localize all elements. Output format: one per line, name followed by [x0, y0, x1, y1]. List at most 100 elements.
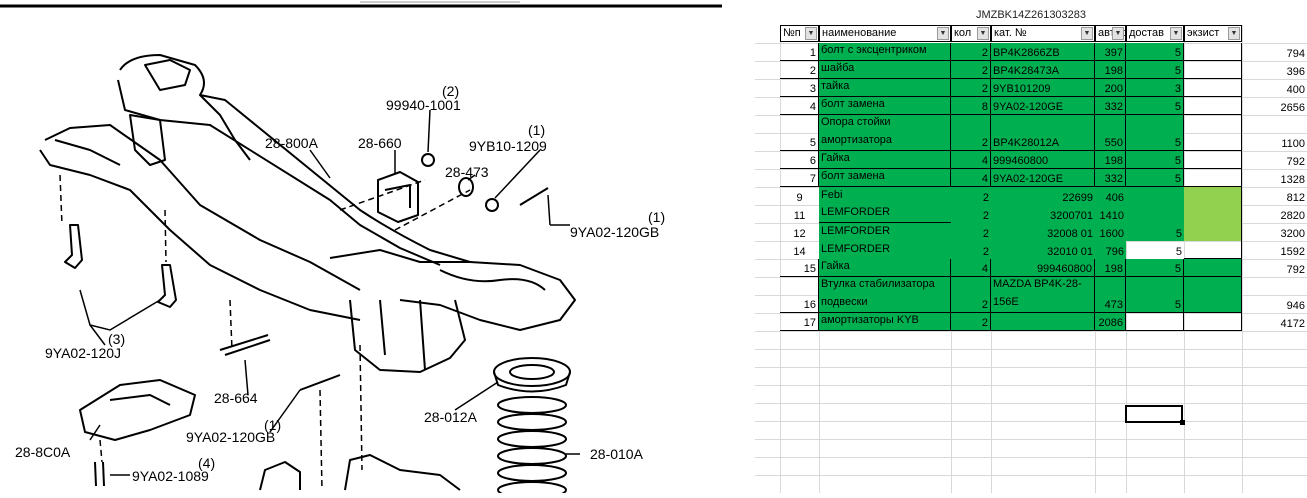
header-cell[interactable]: №п▼	[780, 25, 819, 42]
cell-exist[interactable]	[1184, 259, 1242, 277]
header-cell[interactable]: экзист▼	[1184, 25, 1242, 42]
cell-price[interactable]: 796	[1095, 241, 1126, 259]
cell-cat[interactable]: 9YA02-120GE	[991, 97, 1095, 115]
header-cell[interactable]: кол▼	[951, 25, 991, 42]
cell-n[interactable]: 7	[780, 169, 819, 187]
cell-name[interactable]: болт замена	[819, 97, 951, 115]
cell-total[interactable]: 4172	[1280, 318, 1305, 330]
cell-exist[interactable]	[1184, 223, 1242, 241]
cell-price[interactable]: 1600	[1095, 223, 1126, 241]
cell-cat[interactable]: 9YB101209	[991, 79, 1095, 97]
cell-exist[interactable]	[1184, 61, 1242, 79]
cell-n[interactable]: 11	[793, 210, 806, 222]
cell-exist[interactable]	[1184, 205, 1242, 223]
cell-n[interactable]: 4	[780, 97, 819, 115]
cell-qty[interactable]: 2	[951, 115, 991, 151]
cell-del[interactable]: 3	[1126, 79, 1184, 97]
filter-dropdown-icon[interactable]: ▼	[1228, 27, 1240, 40]
cell-exist[interactable]	[1184, 277, 1242, 313]
cell-n[interactable]: 15	[780, 259, 819, 277]
cell-name[interactable]: Гайка	[819, 151, 951, 169]
cell-del[interactable]	[1126, 187, 1184, 205]
fill-handle[interactable]	[1180, 420, 1185, 425]
header-cell[interactable]: достав▼	[1126, 25, 1184, 42]
header-cell[interactable]: наименование▼	[819, 25, 951, 42]
cell-total[interactable]: 794	[1286, 48, 1305, 60]
cell-del[interactable]: 5	[1126, 223, 1184, 241]
cell-qty[interactable]: 4	[951, 151, 991, 169]
cell-qty[interactable]: 2	[951, 277, 991, 313]
cell-qty[interactable]: 2	[951, 43, 991, 61]
cell-name[interactable]: Гайка	[819, 259, 951, 277]
cell-del[interactable]: 5	[1126, 97, 1184, 115]
cell-cat[interactable]: 999460800	[991, 259, 1095, 277]
cell-qty[interactable]: 2	[951, 61, 991, 79]
filter-dropdown-icon[interactable]: ▼	[1170, 27, 1182, 40]
cell-total[interactable]: 396	[1286, 66, 1305, 78]
filter-dropdown-icon[interactable]: ▼	[1081, 27, 1093, 40]
cell-exist[interactable]	[1184, 151, 1242, 169]
cell-name[interactable]: Втулка стабилизатора подвески	[819, 277, 951, 313]
cell-total[interactable]: 1592	[1280, 246, 1305, 258]
cell-qty[interactable]: 2	[951, 187, 991, 205]
cell-qty[interactable]: 4	[951, 259, 991, 277]
cell-total[interactable]: 792	[1286, 264, 1305, 276]
cell-cat[interactable]	[991, 313, 1095, 331]
cell-qty[interactable]: 2	[951, 205, 991, 223]
cell-n[interactable]: 16	[780, 277, 819, 313]
cell-total[interactable]: 400	[1286, 84, 1305, 96]
cell-del[interactable]: 5	[1175, 246, 1182, 258]
cell-price[interactable]: 198	[1095, 61, 1126, 79]
cell-exist[interactable]	[1184, 313, 1242, 331]
cell-exist[interactable]	[1184, 241, 1242, 259]
cell-cat[interactable]: 9YA02-120GE	[991, 169, 1095, 187]
cell-del[interactable]	[1126, 313, 1184, 331]
cell-del[interactable]: 5	[1126, 43, 1184, 61]
cell-price[interactable]: 397	[1095, 43, 1126, 61]
cell-cat[interactable]: BP4K28473A	[991, 61, 1095, 79]
cell-price[interactable]: 332	[1095, 169, 1126, 187]
cell-cat[interactable]: 3200701	[991, 205, 1095, 223]
cell-cat[interactable]: BP4K2866ZB	[991, 43, 1095, 61]
cell-n[interactable]: 9	[796, 192, 803, 204]
cell-total[interactable]: 2820	[1280, 210, 1305, 222]
cell-del[interactable]: 5	[1126, 61, 1184, 79]
cell-del[interactable]: 5	[1126, 259, 1184, 277]
cell-total[interactable]: 792	[1286, 156, 1305, 168]
cell-name[interactable]: амортизаторы KYB	[819, 313, 951, 331]
cell-n[interactable]: 12	[793, 228, 806, 240]
filter-dropdown-icon[interactable]: ▼	[937, 27, 949, 40]
cell-del[interactable]: 5	[1126, 151, 1184, 169]
cell-total[interactable]: 1328	[1280, 174, 1305, 186]
cell-name[interactable]: тайка	[819, 79, 951, 97]
cell-exist[interactable]	[1184, 187, 1242, 205]
cell-cat[interactable]: BP4K28012A	[991, 115, 1095, 151]
cell-del[interactable]	[1126, 205, 1184, 223]
cell-price[interactable]: 550	[1095, 115, 1126, 151]
cell-qty[interactable]: 2	[951, 313, 991, 331]
cell-exist[interactable]	[1184, 79, 1242, 97]
cell-total[interactable]: 946	[1286, 300, 1305, 312]
cell-cat[interactable]: 22699	[991, 187, 1095, 205]
cell-name[interactable]: Опора стойки амортизатора	[819, 115, 951, 151]
cell-name[interactable]: болт с эксцентриком	[819, 43, 951, 61]
cell-n[interactable]: 17	[780, 313, 819, 331]
cell-qty[interactable]: 8	[951, 97, 991, 115]
cell-price[interactable]: 198	[1095, 259, 1126, 277]
cell-total[interactable]: 1100	[1281, 138, 1305, 150]
cell-n[interactable]: 3	[780, 79, 819, 97]
cell-price[interactable]: 473	[1095, 277, 1126, 313]
cell-n[interactable]: 5	[780, 115, 819, 151]
cell-cat[interactable]: MAZDA BP4K-28-156E	[991, 277, 1095, 313]
cell-cat[interactable]: 32010 01	[991, 241, 1095, 259]
cell-exist[interactable]	[1184, 169, 1242, 187]
cell-price[interactable]: 198	[1095, 151, 1126, 169]
cell-qty[interactable]: 2	[951, 79, 991, 97]
filter-dropdown-icon[interactable]: ▼	[977, 27, 989, 40]
filter-dropdown-icon[interactable]: ▼	[805, 27, 817, 40]
cell-del[interactable]: 5	[1126, 169, 1184, 187]
cell-price[interactable]: 406	[1095, 187, 1126, 205]
cell-qty[interactable]: 4	[951, 169, 991, 187]
cell-cat[interactable]: 999460800	[991, 151, 1095, 169]
cell-cat[interactable]: 32008 01	[991, 223, 1095, 241]
